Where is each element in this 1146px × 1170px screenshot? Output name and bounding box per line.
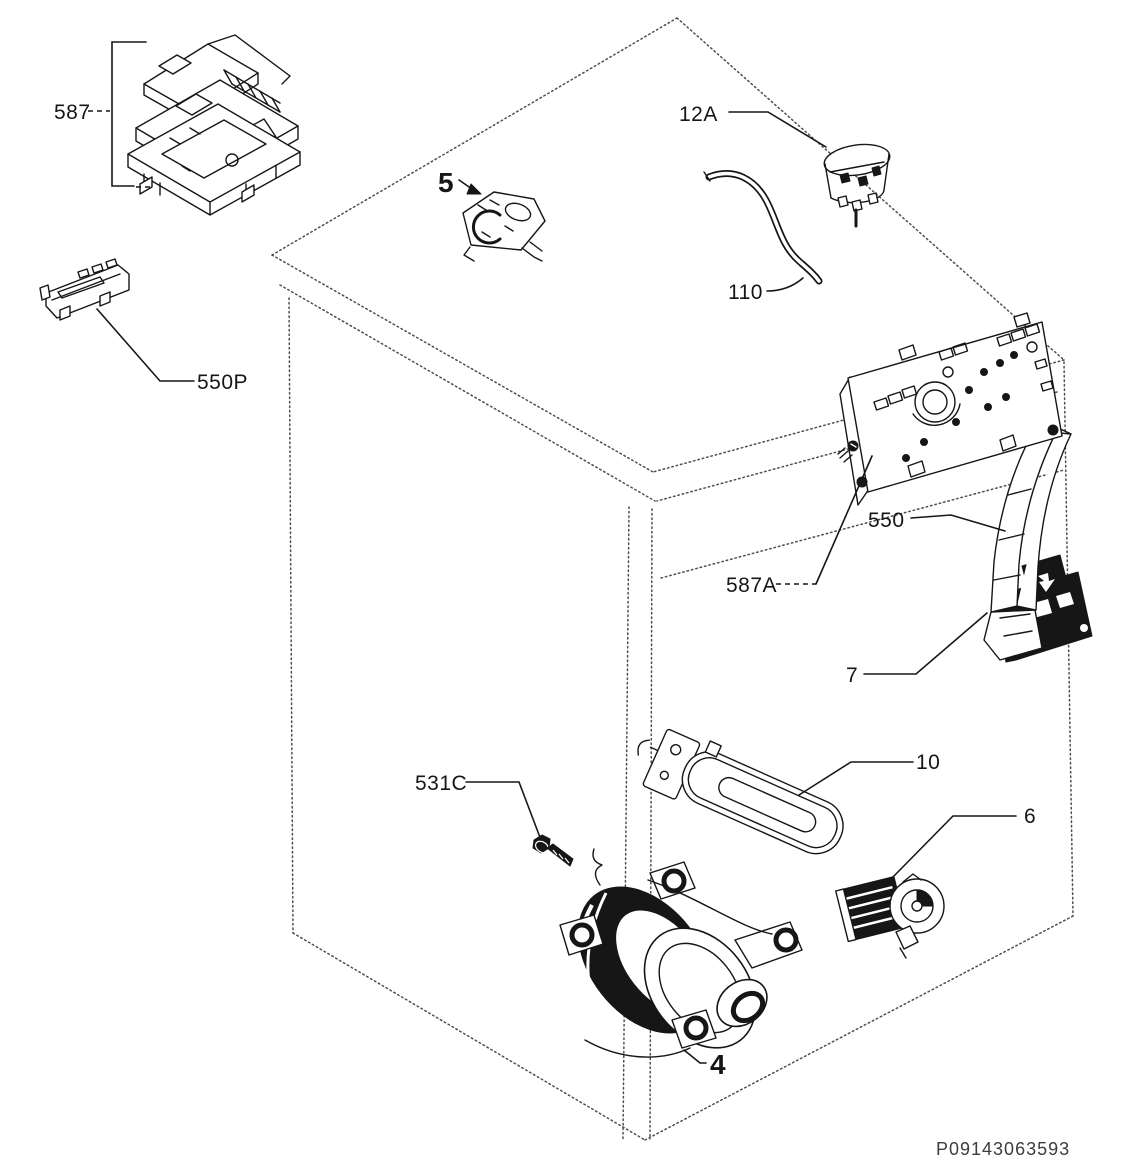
label-7: 7 [846,664,858,687]
callout-587: 587 [54,41,152,188]
label-6: 6 [1024,805,1036,828]
label-531C: 531C [415,772,467,795]
leader-550P [96,308,195,382]
label-5: 5 [438,167,454,198]
part-12A-pressure-switch [823,143,891,228]
leader-10 [798,761,914,796]
cabinet-top-back-left-edge [271,17,678,256]
leader-531C [465,781,542,841]
label-587: 587 [54,101,91,124]
part-550P-bracket [39,258,130,321]
callout-550: 550 [868,509,1006,532]
callout-110: 110 [728,277,804,304]
lock-arrow-mark [1038,573,1055,592]
pcb-knob [914,381,956,423]
part-4-motor [559,848,803,1058]
label-110: 110 [728,281,763,304]
cabinet-front-corner-left-line [622,506,630,1140]
leader-5-arrowhead [466,183,482,195]
part-531C-screw [532,834,574,867]
part-587A-control-board [837,312,1063,506]
part-587-control-module [127,34,301,216]
callout-7: 7 [846,612,988,687]
leader-550 [910,514,1006,532]
part-6-drain-pump [835,873,945,959]
callout-6: 6 [891,805,1036,879]
part-550-cable-duct [983,424,1072,661]
leader-6 [891,815,1017,879]
leader-110 [766,277,804,292]
label-12A: 12A [679,103,718,126]
cabinet-top-front-left-edge [271,254,654,473]
cabinet-rim-left-inner [279,284,656,502]
part-10-heating-element [637,728,844,855]
cabinet-bottom-left-edge [292,932,646,1141]
callout-4: 4 [683,1049,726,1080]
pcb-screw [837,440,859,463]
cabinet-top-back-right-edge [676,17,1065,361]
callout-10: 10 [798,751,940,796]
callout-12A: 12A [679,103,827,148]
label-4: 4 [710,1049,726,1080]
label-587A: 587A [726,574,777,597]
cabinet-bottom-right-edge [644,915,1074,1141]
callout-531C: 531C [415,772,542,841]
callout-587A: 587A [726,455,873,597]
callout-5: 5 [438,167,482,198]
cabinet-right-face-seam [660,469,1065,579]
cabinet-front-corner-right-line [649,508,653,1140]
cabinet-left-vertical-edge [288,297,294,934]
callout-550P: 550P [96,308,248,394]
leader-587A [815,455,873,585]
label-10: 10 [916,751,940,774]
leader-4 [683,1049,707,1064]
leader-7 [863,612,988,675]
leader-12A [728,111,827,148]
part-5-inlet-valve [462,191,546,262]
label-550P: 550P [197,371,248,394]
valve-ring [471,209,502,245]
label-550: 550 [868,509,905,532]
document-number: P09143063593 [936,1139,1070,1159]
part-110-hose [703,170,823,285]
bracket-587 [111,41,147,187]
